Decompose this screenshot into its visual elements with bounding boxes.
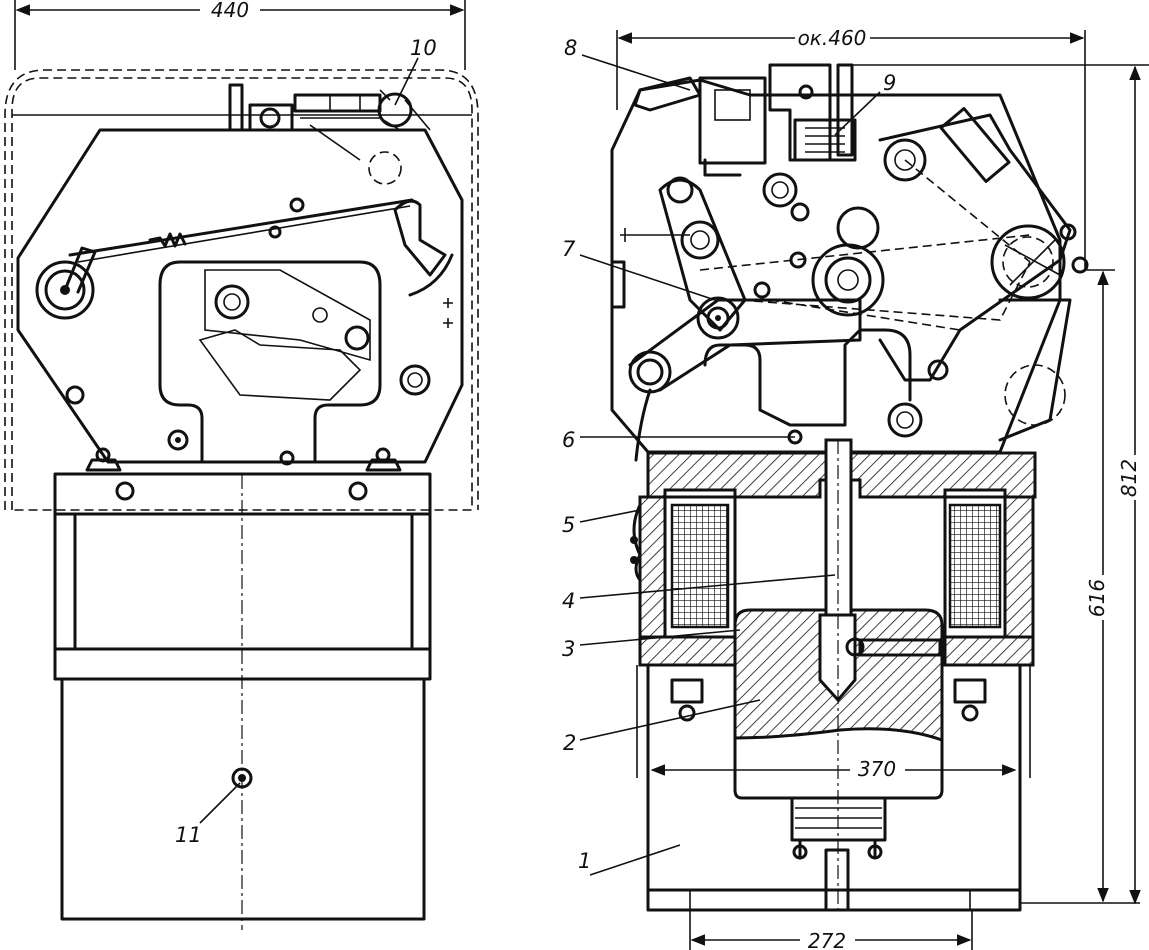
auxiliary-contact <box>228 83 431 185</box>
yoke-side-right <box>1003 495 1035 639</box>
dimension-616: 616 <box>1020 269 1140 904</box>
svg-text:10: 10 <box>410 36 437 60</box>
dimension-370: 370 <box>636 665 1031 781</box>
front-nuts <box>85 447 402 501</box>
callout-1: 1 <box>578 844 681 876</box>
callout-6: 6 <box>562 428 795 452</box>
dim-label-440: 440 <box>211 0 249 22</box>
base-frame <box>646 663 1022 912</box>
side-view: ок.460 812 616 <box>610 26 1149 950</box>
dim-label-460: ок.460 <box>798 26 867 50</box>
svg-text:1: 1 <box>578 849 591 873</box>
svg-text:8: 8 <box>564 36 577 60</box>
callout-4: 4 <box>562 574 836 613</box>
armature-window <box>158 260 382 464</box>
callout-9: 9 <box>834 71 896 136</box>
svg-text:11: 11 <box>175 823 202 847</box>
coil-left <box>670 503 730 629</box>
yoke-side-left <box>638 495 667 639</box>
svg-text:4: 4 <box>562 589 575 613</box>
dim-label-616: 616 <box>1085 579 1109 617</box>
front-lower-body <box>60 677 426 921</box>
svg-text:3: 3 <box>562 637 575 661</box>
relay-assembly <box>633 63 857 177</box>
bottom-nuts <box>670 678 987 860</box>
dim-label-272: 272 <box>808 929 846 950</box>
dimension-460: ок.460 <box>616 26 1086 270</box>
callout-3: 3 <box>562 629 741 661</box>
dimension-272: 272 <box>689 910 973 950</box>
lever-system <box>620 107 1089 462</box>
coil-right <box>948 503 1002 629</box>
dimension-440: 440 <box>14 0 466 70</box>
dashpot-housing <box>733 736 944 800</box>
callout-5: 5 <box>562 509 641 537</box>
cover-outline <box>11 77 473 511</box>
svg-text:5: 5 <box>562 513 575 537</box>
callout-7: 7 <box>562 237 716 301</box>
dimension-812: 812 <box>850 64 1149 905</box>
front-bolts <box>65 197 453 466</box>
callout-8: 8 <box>564 36 691 91</box>
yoke-bottom-right <box>943 635 1035 667</box>
callout-2: 2 <box>563 699 761 755</box>
side-mechanism-plate <box>610 78 1062 454</box>
dim-label-812: 812 <box>1117 459 1141 497</box>
callout-10: 10 <box>394 36 437 106</box>
dim-label-370: 370 <box>858 757 896 781</box>
svg-text:9: 9 <box>883 71 896 95</box>
svg-text:6: 6 <box>562 428 575 452</box>
front-view: 440 <box>4 0 479 930</box>
callouts: 1 2 3 4 5 6 7 8 <box>175 36 896 876</box>
callout-11: 11 <box>175 782 241 847</box>
mechanism-plate <box>16 128 464 464</box>
svg-text:7: 7 <box>562 237 576 261</box>
svg-text:2: 2 <box>563 731 576 755</box>
